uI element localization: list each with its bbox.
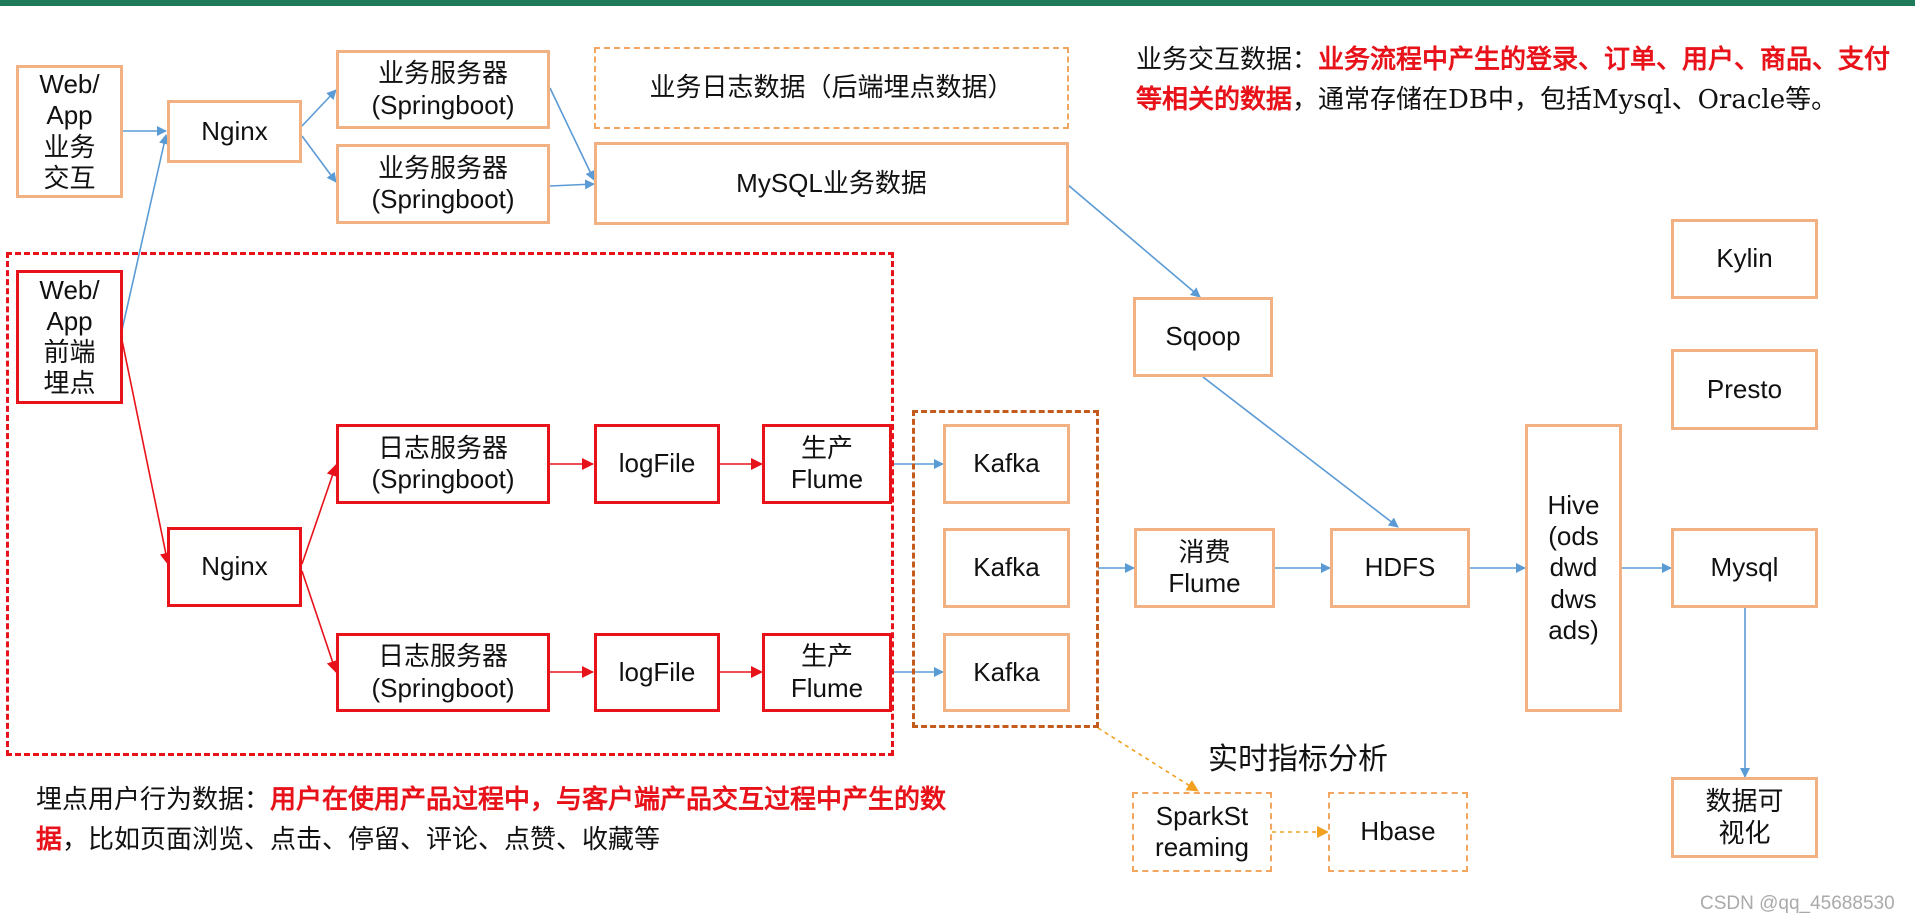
blue-arrows xyxy=(121,87,1750,778)
producer-flume-2-node: 生产 Flume xyxy=(762,633,892,712)
arrow-biz1-to-mysql xyxy=(549,87,595,181)
kafka-2-node: Kafka xyxy=(943,528,1070,608)
arrow-nginx-to-log2 xyxy=(301,570,339,673)
log-server-2-node: 日志服务器 (Springboot) xyxy=(336,633,550,712)
logfile-1-node: logFile xyxy=(594,424,720,504)
mysql-business-data-node: MySQL业务数据 xyxy=(594,142,1069,225)
tracking-group-frame xyxy=(6,252,894,756)
arrow-kafka-to-spark xyxy=(1097,727,1199,792)
arrow-nginx-to-biz1 xyxy=(301,89,337,127)
business-server-2-node: 业务服务器 (Springboot) xyxy=(336,144,550,224)
business-note-highlight: 业务流程中产生的登录、订单、用户、商品、支付等相关的数据 xyxy=(1136,45,1891,116)
kafka-1-node: Kafka xyxy=(943,424,1070,504)
watermark: CSDN @qq_45688530 xyxy=(1700,893,1895,914)
orange-arrows xyxy=(1097,727,1329,838)
realtime-analysis-title: 实时指标分析 xyxy=(1208,742,1388,777)
web-app-interaction-node: Web/ App 业务 交互 xyxy=(16,65,123,198)
producer-flume-1-node: 生产 Flume xyxy=(762,424,892,504)
arrow-mysql-to-sqoop xyxy=(1067,184,1201,298)
nginx-bottom-node: Nginx xyxy=(167,527,302,607)
business-data-note: 业务交互数据：业务流程中产生的登录、订单、用户、商品、支付等相关的数据，通常存储… xyxy=(1136,40,1896,121)
nginx-top-node: Nginx xyxy=(167,100,302,163)
sqoop-node: Sqoop xyxy=(1133,297,1273,377)
arrow-sqoop-to-hdfs xyxy=(1202,376,1399,528)
arrow-biz2-to-mysql xyxy=(549,179,595,190)
business-log-data-node: 业务日志数据（后端埋点数据） xyxy=(594,47,1069,129)
business-server-1-node: 业务服务器 (Springboot) xyxy=(336,50,550,129)
web-app-tracking-node: Web/ App 前端 埋点 xyxy=(16,270,123,404)
arrow-nginx-to-biz2 xyxy=(301,135,337,183)
hive-node: Hive (ods dwd dws ads) xyxy=(1525,424,1622,712)
top-accent-bar xyxy=(0,0,1915,6)
spark-streaming-node: SparkSt reaming xyxy=(1132,792,1272,872)
arrow-nginx-to-log1 xyxy=(301,464,339,565)
tracking-note-lead: 埋点用户行为数据： xyxy=(36,785,271,815)
data-visualization-node: 数据可 视化 xyxy=(1671,777,1818,858)
tracking-note-rest: ，比如页面浏览、点击、停留、评论、点赞、收藏等 xyxy=(62,825,661,856)
kylin-node: Kylin xyxy=(1671,219,1818,299)
business-note-lead: 业务交互数据： xyxy=(1136,45,1319,75)
tracking-data-note: 埋点用户行为数据：用户在使用产品过程中，与客户端产品交互过程中产生的数据，比如页… xyxy=(36,780,976,861)
kafka-3-node: Kafka xyxy=(943,633,1070,712)
presto-node: Presto xyxy=(1671,349,1818,430)
hbase-node: Hbase xyxy=(1328,792,1468,872)
tracking-note-highlight: 用户在使用产品过程中，与客户端产品交互过程中产生的数据 xyxy=(36,785,947,856)
log-server-1-node: 日志服务器 (Springboot) xyxy=(336,424,550,504)
red-arrows xyxy=(121,339,763,678)
arrow-tracking-to-nginx-bottom xyxy=(121,339,172,565)
kafka-group-frame xyxy=(912,410,1099,728)
business-note-rest: ，通常存储在DB中，包括Mysql、Oracle等。 xyxy=(1292,85,1838,116)
consumer-flume-node: 消费 Flume xyxy=(1134,528,1275,608)
logfile-2-node: logFile xyxy=(594,633,720,712)
arrow-tracking-to-nginx-top xyxy=(121,134,169,331)
mysql-result-node: Mysql xyxy=(1671,528,1818,608)
hdfs-node: HDFS xyxy=(1330,528,1470,608)
